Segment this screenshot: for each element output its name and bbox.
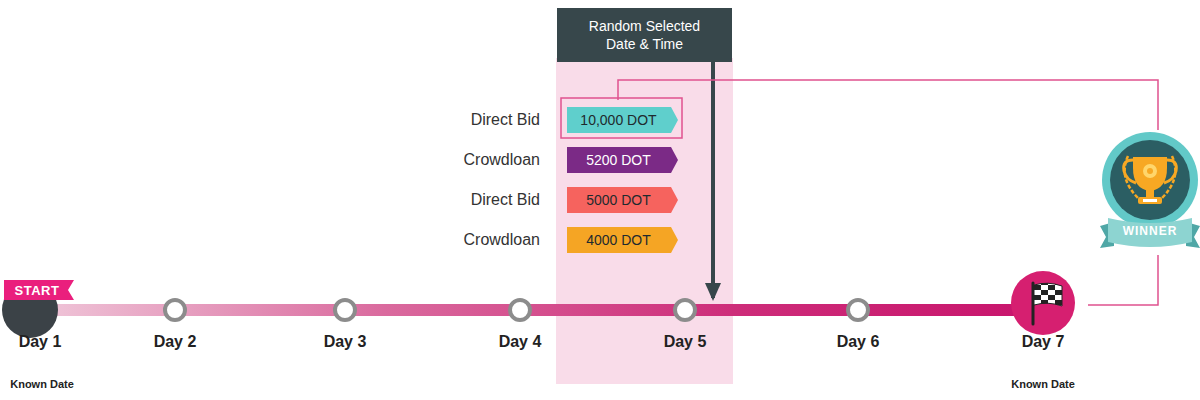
- badge-label: WINNER: [1110, 220, 1190, 242]
- day-label: Day 7: [998, 330, 1088, 354]
- trophy-emblem: [1143, 164, 1157, 178]
- node-outline: [557, 8, 732, 62]
- day-circle: [510, 300, 530, 320]
- bid-amount: 4000 DOT: [567, 227, 670, 253]
- winner-link: [618, 80, 1158, 130]
- day-marker: Day 3: [300, 298, 390, 396]
- trophy-stem: [1146, 190, 1154, 197]
- bid-type-label: Direct Bid: [440, 108, 540, 132]
- date-note: Known Date: [0, 376, 84, 392]
- pointer-arrow: [711, 62, 715, 298]
- day-label: Day 1: [0, 330, 80, 354]
- trophy-handle: [1124, 160, 1136, 183]
- box-shape: [557, 8, 732, 62]
- checkered-flag: [1034, 283, 1062, 306]
- day-circle: [848, 300, 868, 320]
- day-circle: [675, 300, 695, 320]
- node-outline: [998, 266, 1088, 396]
- bid-type-label: Direct Bid: [440, 188, 540, 212]
- badge-core: [1110, 140, 1190, 220]
- trophy-plate: [1143, 199, 1157, 202]
- bid-type-label: Crowdloan: [440, 228, 540, 252]
- day-marker: Day 6: [813, 298, 903, 396]
- laurel-right: [1162, 156, 1175, 198]
- header-text: Random Selected Date & Time: [557, 8, 732, 62]
- start-label: START: [6, 280, 68, 300]
- selection-band: [556, 58, 733, 384]
- tag-shape: [567, 147, 678, 173]
- finish-circle: [1011, 271, 1075, 335]
- badge-ring: [1102, 132, 1198, 228]
- winner-badge: WINNER: [1100, 130, 1200, 255]
- ribbon-band: [1108, 218, 1192, 247]
- winner-link: [1088, 255, 1158, 305]
- day-label: Day 5: [640, 330, 730, 354]
- trophy-emblem: [1147, 168, 1153, 174]
- bid-tag: Crowdloan 5200 DOT: [440, 140, 682, 180]
- day-label: Day 4: [475, 330, 565, 354]
- day-label: Day 2: [130, 330, 220, 354]
- random-date-box: Random Selected Date & Time: [557, 8, 732, 62]
- bid-amount: 5000 DOT: [567, 187, 670, 213]
- date-note: Known Date: [998, 376, 1088, 392]
- flag-pole: [1032, 283, 1035, 324]
- trophy-cup: [1133, 157, 1167, 191]
- bid-type-label: Crowdloan: [440, 148, 540, 172]
- trophy-base: [1138, 197, 1162, 204]
- tag-shape: [567, 187, 678, 213]
- winning-bid-outline: [561, 98, 682, 138]
- tag-shape: [567, 227, 678, 253]
- start-marker: START Day 1 Known Date: [0, 270, 90, 396]
- tag-shape: [567, 107, 678, 133]
- finish-marker: Day 7 Known Date: [998, 266, 1088, 396]
- bid-amount: 5200 DOT: [567, 147, 670, 173]
- bid-tag: Direct Bid 5000 DOT: [440, 180, 682, 220]
- bid-amount: 10,000 DOT: [567, 107, 670, 133]
- start-flag: [4, 280, 74, 300]
- trophy-handle: [1164, 160, 1176, 183]
- day-marker: Day 4: [475, 298, 565, 396]
- day-marker: Day 2: [130, 298, 220, 396]
- bid-tag: Direct Bid 10,000 DOT: [440, 100, 682, 140]
- day-circle: [165, 300, 185, 320]
- laurel-left: [1125, 156, 1138, 198]
- day-label: Day 6: [813, 330, 903, 354]
- day-label: Day 3: [300, 330, 390, 354]
- bid-tag: Crowdloan 4000 DOT: [440, 220, 682, 260]
- day-circle: [335, 300, 355, 320]
- day-marker: Day 5: [640, 298, 730, 396]
